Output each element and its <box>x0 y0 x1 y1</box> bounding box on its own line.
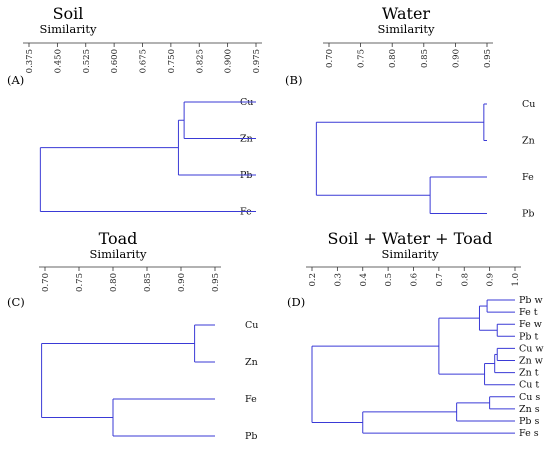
x-tick-label: 0.90 <box>177 273 187 292</box>
leaf-label: Cu <box>522 99 535 110</box>
x-tick-label: 0.900 <box>224 49 234 73</box>
x-tick-label: 0.675 <box>139 49 149 73</box>
leaf-label: Zn t <box>519 368 539 379</box>
x-tick-label: 0.6 <box>410 273 420 287</box>
x-tick-label: 0.3 <box>333 273 343 287</box>
panel-label: (D) <box>287 295 305 309</box>
x-tick-label: 0.600 <box>110 49 120 73</box>
x-tick-label: 0.750 <box>167 49 177 73</box>
x-tick-label: 0.80 <box>388 49 398 68</box>
leaf-label: Zn s <box>519 404 540 415</box>
x-tick-label: 0.70 <box>41 273 51 292</box>
x-tick-label: 0.70 <box>325 49 335 68</box>
leaf-label: Zn w <box>519 356 543 367</box>
x-tick-label: 0.75 <box>357 49 367 68</box>
leaf-label: Pb t <box>519 331 538 342</box>
x-tick-label: 0.4 <box>359 273 369 287</box>
x-tick-label: 0.95 <box>483 49 493 68</box>
x-tick-label: 0.825 <box>195 49 205 73</box>
leaf-label: Pb w <box>519 295 543 306</box>
x-tick-label: 0.9 <box>486 273 496 287</box>
leaf-label: Fe <box>522 172 534 183</box>
x-tick-label: 0.85 <box>143 273 153 292</box>
x-tick-label: 0.975 <box>252 49 262 73</box>
axis-title: Similarity <box>382 247 439 261</box>
x-tick-label: 0.525 <box>82 49 92 73</box>
leaf-label: Pb s <box>519 416 539 427</box>
leaf-label: Cu w <box>519 343 544 354</box>
leaf-label: Cu s <box>519 392 540 403</box>
leaf-label: Zn <box>245 357 258 368</box>
axis-title: Similarity <box>378 22 435 36</box>
chart-title: Toad <box>99 229 138 248</box>
panel-label: (C) <box>7 295 25 309</box>
leaf-label: Fe t <box>519 307 538 318</box>
leaf-label: Pb <box>522 209 534 220</box>
x-tick-label: 0.85 <box>420 49 430 68</box>
x-tick-label: 0.90 <box>451 49 461 68</box>
x-tick-label: 0.5 <box>384 273 394 287</box>
x-tick-label: 0.75 <box>75 273 85 292</box>
x-tick-label: 0.450 <box>53 49 63 73</box>
x-tick-label: 0.95 <box>211 273 221 292</box>
leaf-label: Fe <box>245 394 257 405</box>
x-tick-label: 1.0 <box>511 273 521 287</box>
panel-label: (A) <box>7 73 24 87</box>
axis-title: Similarity <box>90 247 147 261</box>
x-tick-label: 0.80 <box>109 273 119 292</box>
chart-title: Soil + Water + Toad <box>328 229 493 248</box>
x-tick-label: 0.2 <box>308 273 318 287</box>
leaf-label: Cu t <box>519 380 539 391</box>
leaf-label: Zn <box>522 136 535 147</box>
leaf-label: Cu <box>245 320 258 331</box>
axis-title: Similarity <box>40 22 97 36</box>
x-tick-label: 0.375 <box>25 49 35 73</box>
x-tick-label: 0.8 <box>460 273 470 287</box>
leaf-label: Fe w <box>519 319 542 330</box>
chart-title: Soil <box>53 4 84 23</box>
chart-title: Water <box>382 4 430 23</box>
leaf-label: Pb <box>245 431 257 442</box>
x-tick-label: 0.7 <box>435 273 445 287</box>
panel-label: (B) <box>285 73 302 87</box>
leaf-label: Fe s <box>519 428 539 439</box>
